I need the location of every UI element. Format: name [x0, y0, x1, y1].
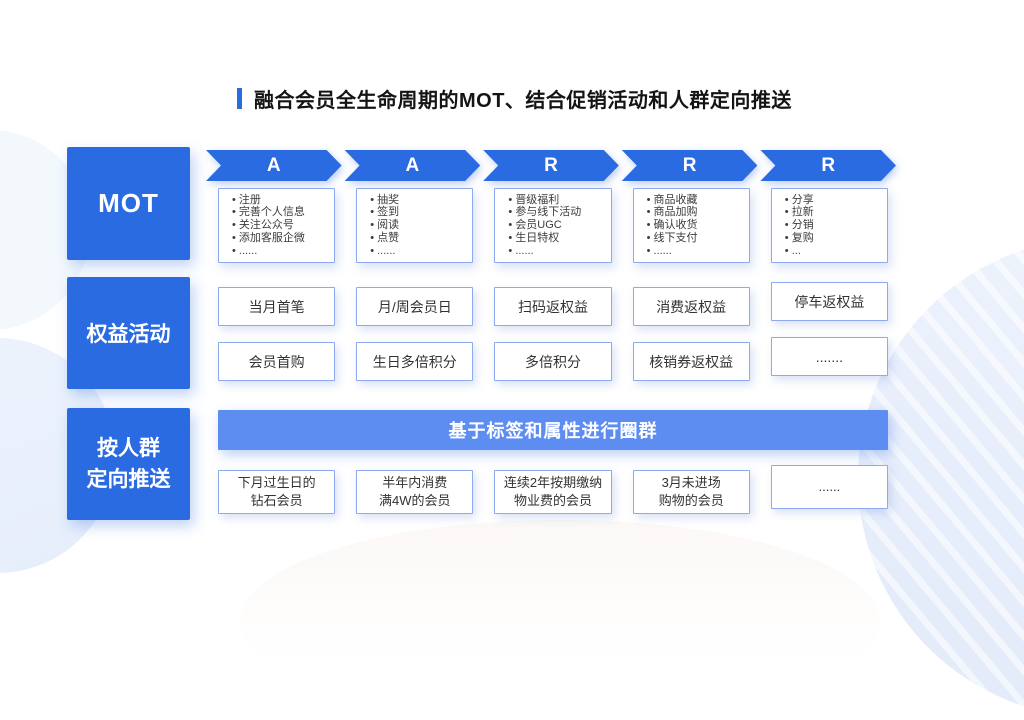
- benefit-box: 月/周会员日: [356, 287, 474, 326]
- stage-arrow: R: [760, 150, 896, 181]
- title-accent-bar: [237, 87, 242, 109]
- mot-item: 点赞: [370, 232, 468, 245]
- mot-item: 分销: [785, 219, 883, 232]
- mot-item: 确认收货: [647, 219, 745, 232]
- benefit-row-2: 会员首购 生日多倍积分 多倍积分 核销券返权益 .......: [218, 337, 888, 381]
- row-label-mot: MOT: [67, 147, 190, 260]
- mot-touchpoint-box: 晋级福利 参与线下活动 会员UGC 生日特权 ......: [494, 188, 612, 263]
- audience-group-box: 连续2年按期缴纳 物业费的会员: [494, 470, 612, 514]
- stage-arrow-letter: R: [622, 150, 758, 181]
- audience-group-box: 下月过生日的 钻石会员: [218, 470, 336, 514]
- stage-arrows-row: A A R R R: [206, 150, 896, 181]
- mot-item: 晋级福利: [508, 194, 606, 207]
- decorative-glow-bottom: [240, 520, 880, 720]
- stage-arrow: R: [622, 150, 758, 181]
- audience-group-box: ......: [770, 465, 888, 509]
- benefit-box: 生日多倍积分: [356, 342, 474, 381]
- benefit-box: 核销券返权益: [632, 342, 750, 381]
- mot-item: 签到: [370, 206, 468, 219]
- mot-item: ...: [785, 245, 883, 258]
- mot-item: 商品收藏: [647, 194, 745, 207]
- mot-item: 复购: [785, 232, 883, 245]
- stage-arrow-letter: A: [206, 150, 342, 181]
- mot-touchpoint-box: 抽奖 签到 阅读 点赞 ......: [356, 188, 474, 263]
- benefit-box: 多倍积分: [494, 342, 612, 381]
- page-title: 融合会员全生命周期的MOT、结合促销活动和人群定向推送: [254, 89, 792, 112]
- mot-item: 抽奖: [370, 194, 468, 207]
- benefit-box: .......: [770, 337, 888, 376]
- mot-touchpoint-box: 注册 完善个人信息 关注公众号 添加客服企微 ......: [218, 188, 336, 263]
- mot-item: 拉新: [785, 206, 883, 219]
- audience-group-box: 半年内消费 满4W的会员: [356, 470, 474, 514]
- mot-item: 添加客服企微: [232, 232, 330, 245]
- mot-touchpoint-box: 商品收藏 商品加购 确认收货 线下支付 ......: [632, 188, 750, 263]
- benefit-box: 扫码返权益: [494, 287, 612, 326]
- stage-arrow-letter: R: [760, 150, 896, 181]
- mot-item: 线下支付: [647, 232, 745, 245]
- stage-arrow: R: [483, 150, 619, 181]
- slide: 融合会员全生命周期的MOT、结合促销活动和人群定向推送 MOT 权益活动 按人群…: [0, 0, 1024, 576]
- mot-item: 完善个人信息: [232, 206, 330, 219]
- row-label-benefits: 权益活动: [67, 277, 190, 389]
- row-label-push: 按人群 定向推送: [67, 408, 190, 520]
- mot-item: 注册: [232, 194, 330, 207]
- audience-group-box: 3月未进场 购物的会员: [632, 470, 750, 514]
- mot-item: 会员UGC: [508, 219, 606, 232]
- slide-header: 融合会员全生命周期的MOT、结合促销活动和人群定向推送: [237, 85, 792, 112]
- stage-arrow-letter: R: [483, 150, 619, 181]
- mot-item: ......: [232, 245, 330, 258]
- mot-item: 参与线下活动: [508, 206, 606, 219]
- mot-item: ......: [508, 245, 606, 258]
- mot-touchpoint-box: 分享 拉新 分销 复购 ...: [770, 188, 888, 263]
- mot-item: ......: [647, 245, 745, 258]
- mot-item: 生日特权: [508, 232, 606, 245]
- benefit-row-1: 当月首笔 月/周会员日 扫码返权益 消费返权益 停车返权益: [218, 282, 888, 326]
- benefit-box: 停车返权益: [770, 282, 888, 321]
- mot-item: 阅读: [370, 219, 468, 232]
- stage-arrow-letter: A: [345, 150, 481, 181]
- stage-arrow: A: [206, 150, 342, 181]
- benefit-box: 消费返权益: [632, 287, 750, 326]
- segmentation-banner: 基于标签和属性进行圈群: [218, 410, 888, 450]
- audience-groups-row: 下月过生日的 钻石会员 半年内消费 满4W的会员 连续2年按期缴纳 物业费的会员…: [218, 465, 888, 514]
- benefit-box: 会员首购: [218, 342, 336, 381]
- mot-item: 分享: [785, 194, 883, 207]
- stage-arrow: A: [345, 150, 481, 181]
- mot-boxes-row: 注册 完善个人信息 关注公众号 添加客服企微 ...... 抽奖 签到 阅读 点…: [218, 188, 888, 263]
- mot-item: 商品加购: [647, 206, 745, 219]
- benefit-box: 当月首笔: [218, 287, 336, 326]
- mot-item: 关注公众号: [232, 219, 330, 232]
- mot-item: ......: [370, 245, 468, 258]
